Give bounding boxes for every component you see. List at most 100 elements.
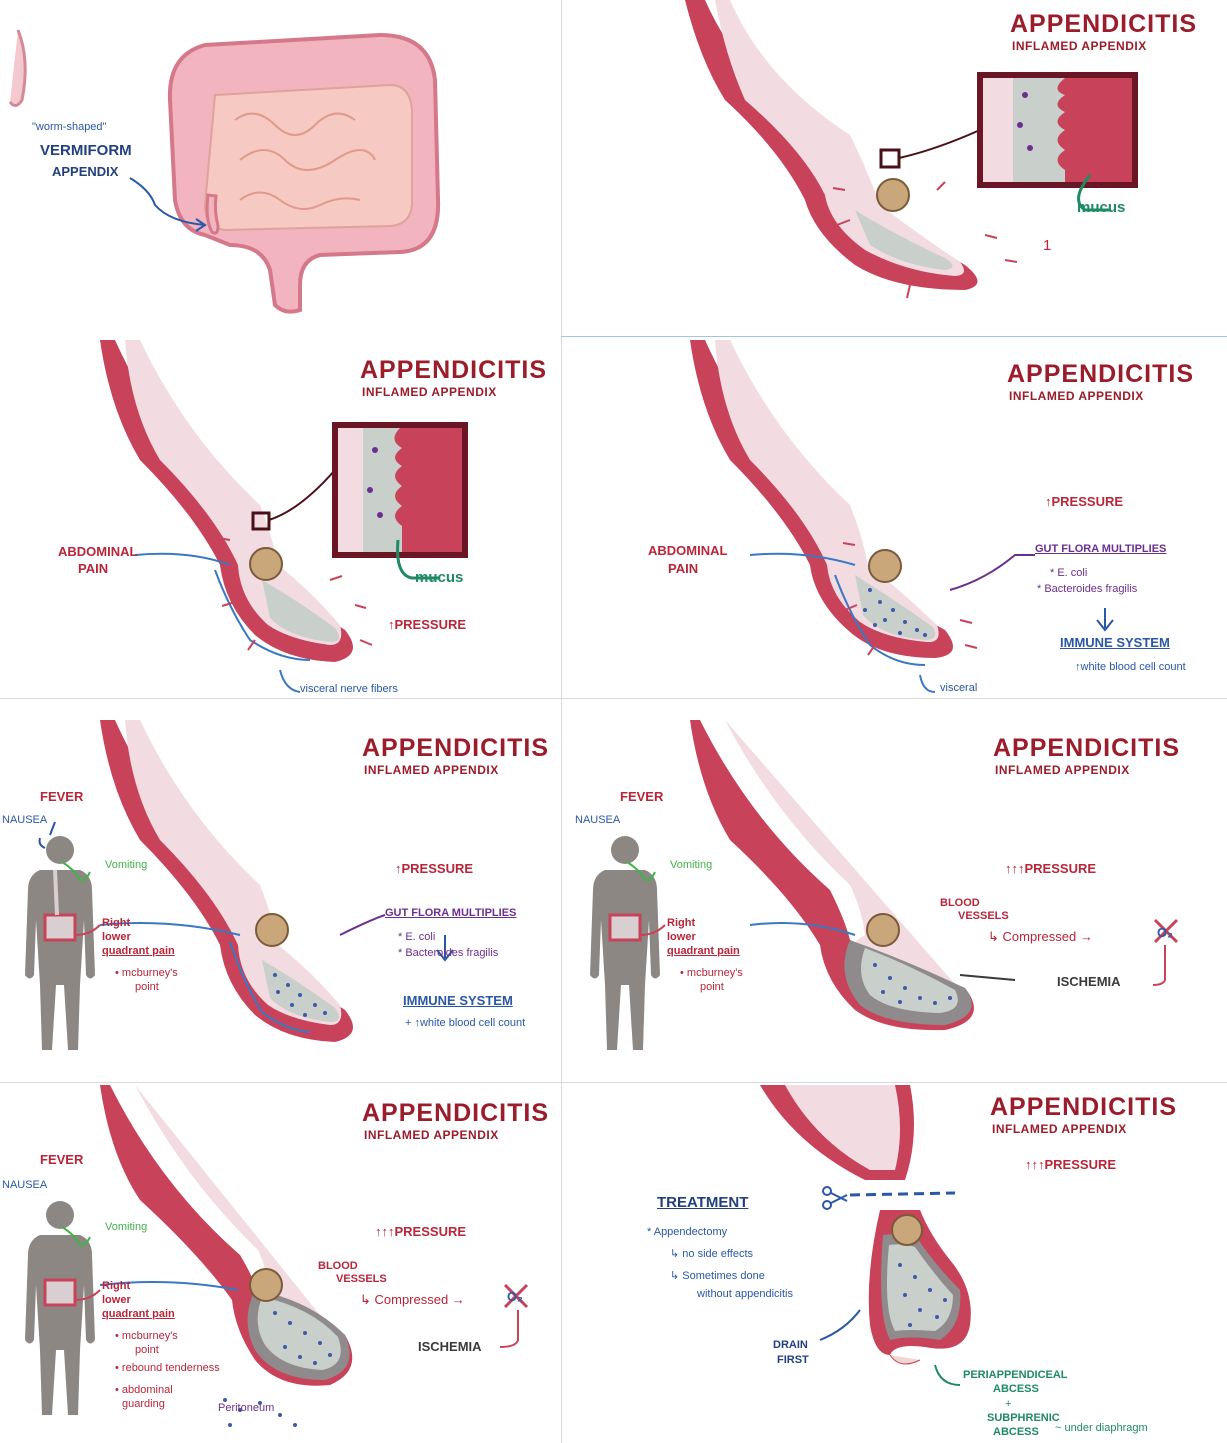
fecalith-icon (877, 179, 909, 211)
vermiform-label: VERMIFORM (40, 143, 132, 158)
fecalith-icon (250, 548, 282, 580)
periappendiceal-label-2: ABCESS (993, 1384, 1039, 1395)
fecalith-icon (256, 914, 288, 946)
worm-shaped-label: "worm-shaped" (32, 122, 106, 133)
subphrenic-label-1: SUBPHRENIC (987, 1413, 1060, 1424)
rlq-label-3: quadrant pain (102, 1309, 175, 1320)
rlq-label-1: Right (102, 1281, 130, 1292)
subphrenic-label-2: ABCESS (993, 1427, 1039, 1438)
drain-label-1: DRAIN (773, 1340, 808, 1351)
abdominal-pain-label-1: ABDOMINAL (58, 545, 137, 558)
fever-label: FEVER (40, 790, 83, 803)
treatment-heading: TREATMENT (657, 1195, 748, 1210)
ecoli-label: * E. coli (398, 932, 435, 943)
title: APPENDICITIS (360, 358, 547, 383)
panel-abdominal-pain: APPENDICITIS INFLAMED APPENDIX ABDOMINAL… (0, 340, 560, 696)
compressed-label: ↳ Compressed → (988, 930, 1093, 943)
rlq-label-3: quadrant pain (102, 946, 175, 957)
appendectomy-label: * Appendectomy (647, 1227, 727, 1238)
blood-vessels-label-2: VESSELS (336, 1274, 387, 1285)
human-body-icon (590, 836, 660, 1050)
wbc-label: ↑white blood cell count (1075, 662, 1186, 673)
rlq-label-3: quadrant pain (667, 946, 740, 957)
fecalith-icon (250, 1269, 282, 1301)
mcburney-label-2: point (135, 982, 159, 993)
gut-flora-label: GUT FLORA MULTIPLIES (385, 908, 516, 919)
mcburney-label-2: point (135, 1345, 159, 1356)
pressure-label: ↑↑↑PRESSURE (1005, 862, 1096, 875)
title: APPENDICITIS (1010, 12, 1197, 37)
diaphragm-label: ~ under diaphragm (1055, 1423, 1148, 1434)
drain-label-2: FIRST (777, 1355, 809, 1366)
divider-horizontal-2 (0, 698, 1227, 699)
nausea-label: NAUSEA (575, 815, 620, 826)
divider-horizontal-3 (0, 1082, 1227, 1083)
o2-label: O₂ (1157, 926, 1173, 939)
fever-label: FEVER (620, 790, 663, 803)
wbc-label: + ↑white blood cell count (405, 1018, 525, 1029)
title: APPENDICITIS (362, 1101, 549, 1126)
nausea-label: NAUSEA (2, 1180, 47, 1191)
without-label: without appendicitis (697, 1289, 793, 1300)
subtitle: INFLAMED APPENDIX (364, 1129, 499, 1141)
mucus-label: mucus (1077, 200, 1125, 215)
nausea-label: NAUSEA (2, 815, 47, 826)
title: APPENDICITIS (990, 1095, 1177, 1120)
mucus-label: mucus (415, 570, 463, 585)
subtitle: INFLAMED APPENDIX (1009, 390, 1144, 402)
blood-vessels-label-2: VESSELS (958, 911, 1009, 922)
guarding-label-2: guarding (122, 1399, 165, 1410)
subtitle: INFLAMED APPENDIX (362, 386, 497, 398)
panel-gut-flora: APPENDICITIS INFLAMED APPENDIX ABDOMINAL… (565, 340, 1227, 696)
mcburney-label-1: • mcburney's (680, 968, 743, 979)
pressure-label: ↑PRESSURE (1045, 495, 1123, 508)
mcburney-label-1: • mcburney's (115, 1331, 178, 1342)
immune-system-label: IMMUNE SYSTEM (1060, 636, 1170, 649)
fever-label: FEVER (40, 1153, 83, 1166)
periappendiceal-label-1: PERIAPPENDICEAL (963, 1370, 1068, 1381)
cut-line (850, 1193, 955, 1195)
title: APPENDICITIS (1007, 362, 1194, 387)
no-side-effects-label: ↳ no side effects (670, 1249, 753, 1260)
vomiting-label: Vomiting (670, 860, 712, 871)
subtitle: INFLAMED APPENDIX (992, 1123, 1127, 1135)
guarding-label-1: • abdominal (115, 1385, 173, 1396)
ischemia-label: ISCHEMIA (1057, 975, 1121, 988)
peritoneum-label: Peritoneum (218, 1403, 274, 1414)
pressure-label: ↑↑↑PRESSURE (1025, 1158, 1116, 1171)
fecalith-icon (867, 914, 899, 946)
subtitle: INFLAMED APPENDIX (364, 764, 499, 776)
pressure-label: ↑PRESSURE (395, 862, 473, 875)
human-body-icon (25, 1201, 95, 1415)
scissors-icon (823, 1187, 847, 1209)
panel-symptoms: APPENDICITIS INFLAMED APPENDIX FEVER NAU… (0, 720, 560, 1080)
mark-label: 1 (1043, 238, 1051, 253)
subtitle: INFLAMED APPENDIX (1012, 40, 1147, 52)
abdominal-pain-label-2: PAIN (668, 562, 698, 575)
ischemia-label: ISCHEMIA (418, 1340, 482, 1353)
sometimes-label: ↳ Sometimes done (670, 1271, 765, 1282)
visceral-label: visceral (940, 683, 977, 694)
plus-label: + (1005, 1399, 1011, 1410)
panel-peritonitis: APPENDICITIS INFLAMED APPENDIX FEVER NAU… (0, 1085, 560, 1443)
zoom-marker (881, 150, 899, 167)
subtitle: INFLAMED APPENDIX (995, 764, 1130, 776)
colon-icon (170, 35, 438, 312)
panel-vermiform-appendix: "worm-shaped" VERMIFORM APPENDIX (0, 0, 560, 335)
panel-ischemia: APPENDICITIS INFLAMED APPENDIX FEVER NAU… (565, 720, 1227, 1080)
divider-horizontal-1 (561, 336, 1227, 337)
appendix-illustration (565, 1085, 1227, 1443)
fecalith-icon (869, 550, 901, 582)
rlq-label-1: Right (102, 918, 130, 929)
rlq-label-2: lower (667, 932, 696, 943)
title: APPENDICITIS (993, 736, 1180, 761)
rlq-label-2: lower (102, 1295, 131, 1306)
compressed-label: ↳ Compressed → (360, 1293, 465, 1306)
bacteroides-label: * Bacteroides fragilis (398, 948, 498, 959)
mcburney-label-1: • mcburney's (115, 968, 178, 979)
bacteroides-label: * Bacteroides fragilis (1037, 584, 1137, 595)
panel-treatment: APPENDICITIS INFLAMED APPENDIX ↑↑↑PRESSU… (565, 1085, 1227, 1443)
small-intestine-fragment (10, 30, 25, 106)
abdominal-pain-label-2: PAIN (78, 562, 108, 575)
blood-vessels-label-1: BLOOD (318, 1261, 358, 1272)
